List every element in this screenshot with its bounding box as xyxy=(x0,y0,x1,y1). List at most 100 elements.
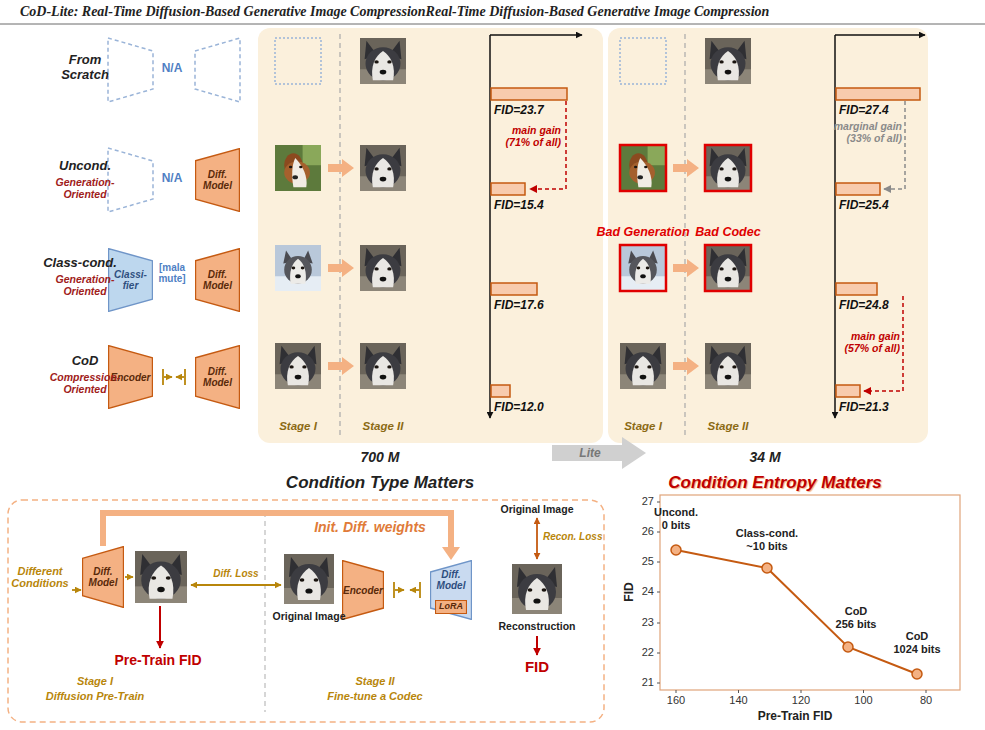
data-point xyxy=(912,669,922,679)
stage2-image xyxy=(360,38,406,84)
tick-label: 22 xyxy=(636,646,654,658)
tick xyxy=(863,690,864,693)
tick-label: 24 xyxy=(636,585,654,597)
stage-arrow xyxy=(673,357,699,375)
data-line xyxy=(676,550,917,674)
stage2-image xyxy=(705,145,751,191)
loss-arrow xyxy=(191,584,281,586)
empty-image xyxy=(620,38,666,84)
decoder-trapezoid: Diff. ModelLoRA xyxy=(430,560,472,620)
text-label: Stage II xyxy=(300,675,450,687)
bad-frame xyxy=(705,145,751,191)
node-label: Diff. Model xyxy=(195,169,240,191)
fid-bar xyxy=(491,183,525,195)
stage1-image xyxy=(620,245,666,291)
tick xyxy=(657,623,660,624)
stage2-image xyxy=(705,245,751,291)
row-label: Uncond. xyxy=(40,158,130,173)
divider xyxy=(339,34,340,438)
fid-bar xyxy=(491,385,510,397)
text-label: Lite xyxy=(565,446,615,460)
text-label: CoD xyxy=(887,630,947,642)
text-label: CoD xyxy=(826,605,886,617)
text-label: Different Conditions xyxy=(8,565,72,589)
data-point xyxy=(762,563,772,573)
stage-arrow xyxy=(328,159,354,177)
node-label: Encoder xyxy=(343,585,383,596)
text-label: 34 M xyxy=(725,449,805,465)
node-shape xyxy=(195,346,239,409)
stage1-image xyxy=(620,145,666,191)
decoder-trapezoid: Diff. Model xyxy=(195,248,240,312)
text-label: Bad Generation xyxy=(593,225,693,239)
node-text-wrap: Diff. Model xyxy=(82,546,124,608)
reconstruction-image xyxy=(512,564,562,614)
tick xyxy=(657,683,660,684)
text-label: Condition Entropy Matters xyxy=(655,473,895,493)
fid-arrow xyxy=(536,636,538,655)
node-shape xyxy=(342,561,383,620)
na-label: N/A xyxy=(155,61,189,75)
tick-label: 23 xyxy=(636,616,654,628)
node-text-wrap: Diff. Model xyxy=(195,248,240,312)
node-text-wrap: LoRA xyxy=(435,600,467,614)
bad-frame xyxy=(620,145,666,191)
text-label: ~10 bits xyxy=(731,540,803,552)
node-label: Diff. Model xyxy=(195,269,240,291)
text-label: FID xyxy=(507,658,567,675)
node-text-wrap: Encoder xyxy=(342,560,384,620)
fid-value: FID=17.6 xyxy=(494,298,574,312)
node-shape xyxy=(82,547,123,608)
fid-value: FID=23.7 xyxy=(494,103,574,117)
row-label: Class-cond. xyxy=(30,255,130,270)
stage2-image xyxy=(705,38,751,84)
stage-arrow xyxy=(328,259,354,277)
text-label: 1024 bits xyxy=(887,643,947,655)
text-label: Stage I xyxy=(268,420,328,432)
decoder-trapezoid: Diff. Model xyxy=(195,345,240,409)
divider xyxy=(264,512,265,712)
orientation-tag: Compression-Oriented xyxy=(38,371,132,395)
node-label: LoRA xyxy=(439,602,463,612)
output-arrow xyxy=(125,576,133,578)
stage2-image xyxy=(360,245,406,291)
stage1-image xyxy=(275,245,321,291)
framework-box xyxy=(8,500,604,722)
text-label: 256 bits xyxy=(826,618,886,630)
tick xyxy=(657,502,660,503)
tick xyxy=(738,690,739,693)
text-label: Stage I xyxy=(20,675,170,687)
stage2-image xyxy=(360,145,406,191)
stage-arrow xyxy=(673,259,699,277)
tick xyxy=(657,562,660,563)
bar xyxy=(393,582,395,598)
row-label: From Scratch xyxy=(50,52,120,82)
tick-label: 21 xyxy=(636,676,654,688)
node-label: Diff. Model xyxy=(430,569,472,591)
tick xyxy=(657,532,660,533)
tick xyxy=(926,690,927,693)
arrow xyxy=(176,376,184,378)
weight-init-arrow xyxy=(103,513,460,560)
node-label: Classi- fier xyxy=(108,269,153,291)
tick-label: 25 xyxy=(636,555,654,567)
fid-bar xyxy=(836,183,880,195)
tick xyxy=(676,690,677,693)
row-label: CoD xyxy=(40,353,130,368)
tick xyxy=(801,690,802,693)
node-shape xyxy=(195,249,239,312)
text-label: Original Image xyxy=(492,503,582,515)
tick-label: 120 xyxy=(786,694,816,706)
bar xyxy=(162,369,164,385)
arrowhead xyxy=(442,547,460,560)
empty-decoder xyxy=(195,38,240,102)
fid-bar xyxy=(836,283,877,295)
orientation-tag: Generation-Oriented xyxy=(45,176,125,200)
orientation-tag: Generation-Oriented xyxy=(45,273,125,297)
fid-value: FID=24.8 xyxy=(839,298,919,312)
axis xyxy=(835,34,925,36)
text-label: Stage I xyxy=(613,420,673,432)
stage2-image xyxy=(705,343,751,389)
edge-label: Init. Diff. weights xyxy=(300,519,440,535)
